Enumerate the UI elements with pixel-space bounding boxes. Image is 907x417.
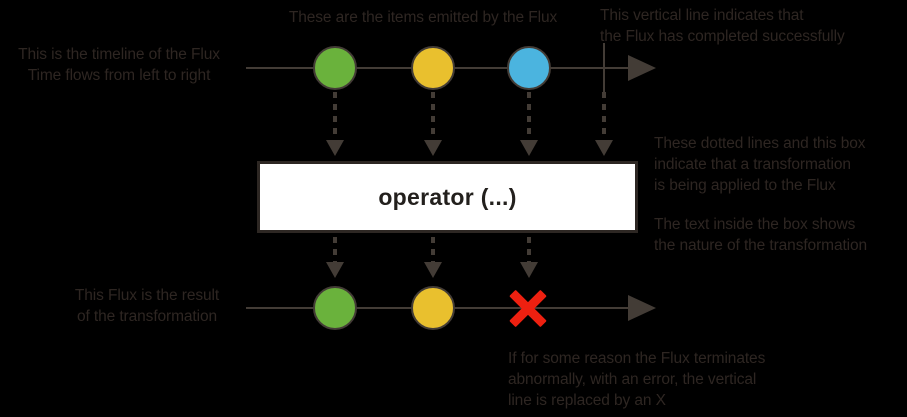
dashed-connector-yellow-in [431, 92, 435, 142]
dashed-arrow-green-out-icon [326, 262, 344, 278]
dashed-arrow-yellow-in-icon [424, 140, 442, 156]
dashed-connector-green-out [333, 237, 337, 265]
source-marble-green[interactable] [313, 46, 357, 90]
completion-bar [603, 43, 605, 93]
operator-box[interactable]: operator (...) [257, 161, 638, 233]
annotation-result: This Flux is the result of the transform… [74, 287, 220, 325]
error-x-icon[interactable] [506, 286, 550, 330]
source-timeline-arrow-icon [628, 55, 656, 81]
dashed-connector-green-in [333, 92, 337, 142]
annotation-timeline: This is the timeline of the Flux Time fl… [18, 46, 220, 84]
dashed-connector-yellow-out [431, 237, 435, 265]
dashed-connector-blue-in [527, 92, 531, 142]
result-timeline-arrow-icon [628, 295, 656, 321]
annotation-completion: This vertical line indicates that the Fl… [600, 7, 845, 45]
dashed-connector-error-out [527, 237, 531, 265]
source-marble-blue[interactable] [507, 46, 551, 90]
annotation-items: These are the items emitted by the Flux [288, 9, 558, 26]
annotation-box-text: The text inside the box shows the nature… [654, 216, 868, 254]
dashed-arrow-blue-in-icon [520, 140, 538, 156]
operator-label: operator (...) [378, 183, 517, 210]
result-marble-yellow[interactable] [411, 286, 455, 330]
annotation-dotted-lines: These dotted lines and this box indicate… [654, 135, 866, 194]
annotation-error: If for some reason the Flux terminates a… [508, 350, 766, 409]
dashed-arrow-completion-in-icon [595, 140, 613, 156]
dashed-arrow-green-in-icon [326, 140, 344, 156]
source-marble-yellow[interactable] [411, 46, 455, 90]
dashed-arrow-error-out-icon [520, 262, 538, 278]
dashed-connector-completion-in [602, 92, 606, 142]
dashed-arrow-yellow-out-icon [424, 262, 442, 278]
result-marble-green[interactable] [313, 286, 357, 330]
